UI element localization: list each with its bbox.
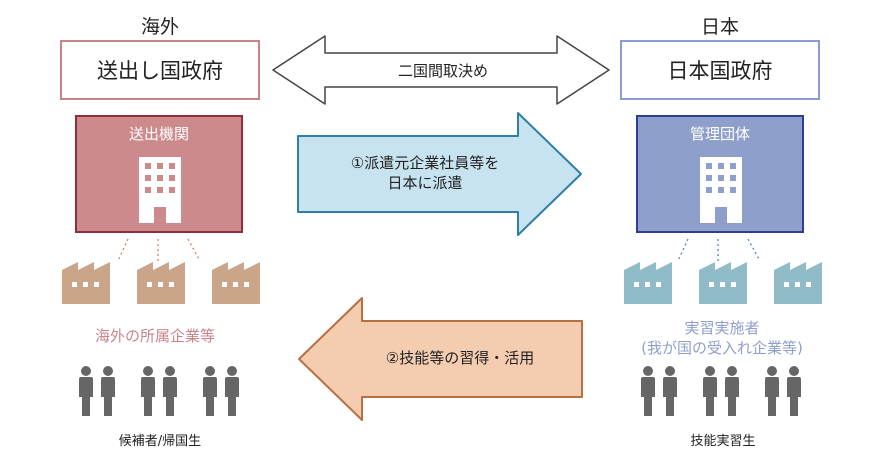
person-icon (163, 366, 177, 416)
person-icon (725, 366, 739, 416)
building-icon (700, 157, 742, 223)
person-icon (703, 366, 717, 416)
supervising-organization-box: 管理団体 (636, 115, 804, 233)
bilateral-agreement-label: 二国間取決め (397, 62, 488, 80)
sending-government-box: 送出し国政府 (60, 40, 260, 100)
person-icon (787, 366, 801, 416)
trainees-label: 技能実習生 (690, 434, 756, 449)
candidates-label: 候補者/帰国生 (118, 434, 202, 449)
dispatch-arrow (297, 112, 582, 236)
left-connector-lines (117, 238, 201, 262)
person-icon (141, 366, 155, 416)
implementing-organization-label: 実習実施者 (我が国の受入れ企業等) (612, 318, 832, 358)
person-icon (79, 366, 93, 416)
right-people (641, 366, 801, 416)
sending-government-label: 送出し国政府 (97, 59, 223, 83)
person-icon (663, 366, 677, 416)
implementing-organization-label-line-1: 実習実施者 (684, 319, 760, 337)
supervising-organization-label: 管理団体 (689, 125, 750, 143)
bilateral-agreement-arrow (272, 35, 610, 105)
dispatch-label: ①派遣元企業社員等を 日本に派遣 (310, 153, 540, 193)
person-icon (101, 366, 115, 416)
left-factories (62, 262, 260, 304)
person-icon (225, 366, 239, 416)
japan-government-box: 日本国政府 (620, 40, 820, 100)
right-factories (624, 262, 822, 304)
person-icon (641, 366, 655, 416)
sending-organization-box: 送出機関 (75, 115, 243, 233)
japan-government-label: 日本国政府 (667, 59, 773, 83)
dispatch-label-line-2: 日本に派遣 (387, 174, 463, 192)
dispatch-label-line-1: ①派遣元企業社員等を (350, 154, 500, 172)
sending-organization-label: 送出機関 (128, 125, 189, 143)
overseas-companies-label: 海外の所属企業等 (94, 327, 215, 345)
left-side-title: 海外 (140, 16, 179, 38)
person-icon (203, 366, 217, 416)
person-icon (765, 366, 779, 416)
return-label: ②技能等の習得・活用 (385, 349, 535, 367)
right-side-title: 日本 (700, 16, 739, 38)
building-icon (139, 157, 181, 223)
implementing-organization-label-line-2: (我が国の受入れ企業等) (641, 339, 803, 357)
right-connector-lines (677, 238, 761, 262)
left-people (79, 366, 239, 416)
return-arrow (298, 297, 583, 421)
